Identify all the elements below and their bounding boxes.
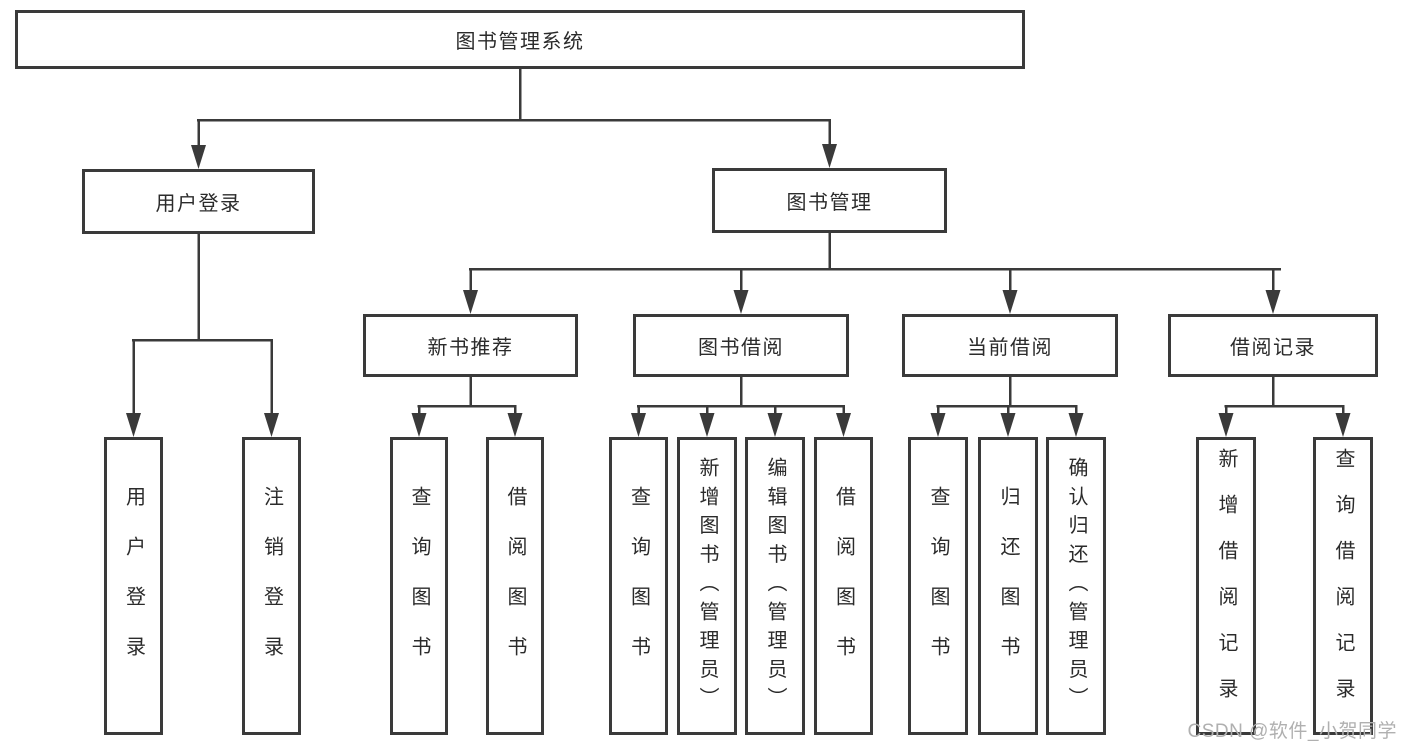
leaf-user-login: 用户登录 <box>104 437 163 735</box>
node-label: 新书推荐 <box>427 337 514 359</box>
leaf-label: 借阅图书 <box>504 486 526 686</box>
node-library-system: 图书管理系统 <box>15 10 1025 69</box>
leaf-label: 注销登录 <box>260 486 283 686</box>
leaf-label: 用户登录 <box>122 486 145 686</box>
node-label: 当前借阅 <box>967 337 1053 359</box>
leaf-borrow-book-recommend: 借阅图书 <box>486 437 544 735</box>
node-label: 图书管理系统 <box>455 31 585 53</box>
node-new-book-recommend: 新书推荐 <box>363 314 578 377</box>
leaf-label: 查询图书 <box>408 486 430 686</box>
leaf-label: 查询借阅记录 <box>1332 448 1354 724</box>
leaf-edit-book-admin: 编辑图书（管理员） <box>745 437 805 735</box>
leaf-query-book-borrow: 查询图书 <box>609 437 668 735</box>
leaf-logout: 注销登录 <box>242 437 301 735</box>
leaf-query-book-current: 查询图书 <box>908 437 968 735</box>
node-book-management: 图书管理 <box>712 168 947 233</box>
node-current-borrow: 当前借阅 <box>902 314 1118 377</box>
leaf-label: 归还图书 <box>997 486 1019 686</box>
node-user-login: 用户登录 <box>82 169 315 234</box>
node-label: 图书管理 <box>786 192 873 214</box>
leaf-label: 确认归还（管理员） <box>1065 456 1087 716</box>
leaf-label: 新增图书（管理员） <box>696 456 718 716</box>
leaf-return-book: 归还图书 <box>978 437 1038 735</box>
leaf-label: 借阅图书 <box>832 486 855 686</box>
leaf-add-book-admin: 新增图书（管理员） <box>677 437 737 735</box>
leaf-label: 查询图书 <box>627 486 650 686</box>
node-label: 图书借阅 <box>698 337 784 359</box>
node-borrow-records: 借阅记录 <box>1168 314 1378 377</box>
watermark: CSDN @软件_小贺同学 <box>1187 721 1397 742</box>
node-label: 借阅记录 <box>1230 337 1316 359</box>
leaf-confirm-return-admin: 确认归还（管理员） <box>1046 437 1106 735</box>
leaf-add-borrow-record: 新增借阅记录 <box>1196 437 1256 735</box>
leaf-label: 编辑图书（管理员） <box>764 456 786 716</box>
leaf-query-borrow-record: 查询借阅记录 <box>1313 437 1373 735</box>
node-label: 用户登录 <box>155 193 242 215</box>
leaf-label: 查询图书 <box>927 486 949 686</box>
node-book-borrow: 图书借阅 <box>633 314 849 377</box>
leaf-borrow-book: 借阅图书 <box>814 437 873 735</box>
leaf-query-book-recommend: 查询图书 <box>390 437 448 735</box>
leaf-label: 新增借阅记录 <box>1215 448 1237 724</box>
